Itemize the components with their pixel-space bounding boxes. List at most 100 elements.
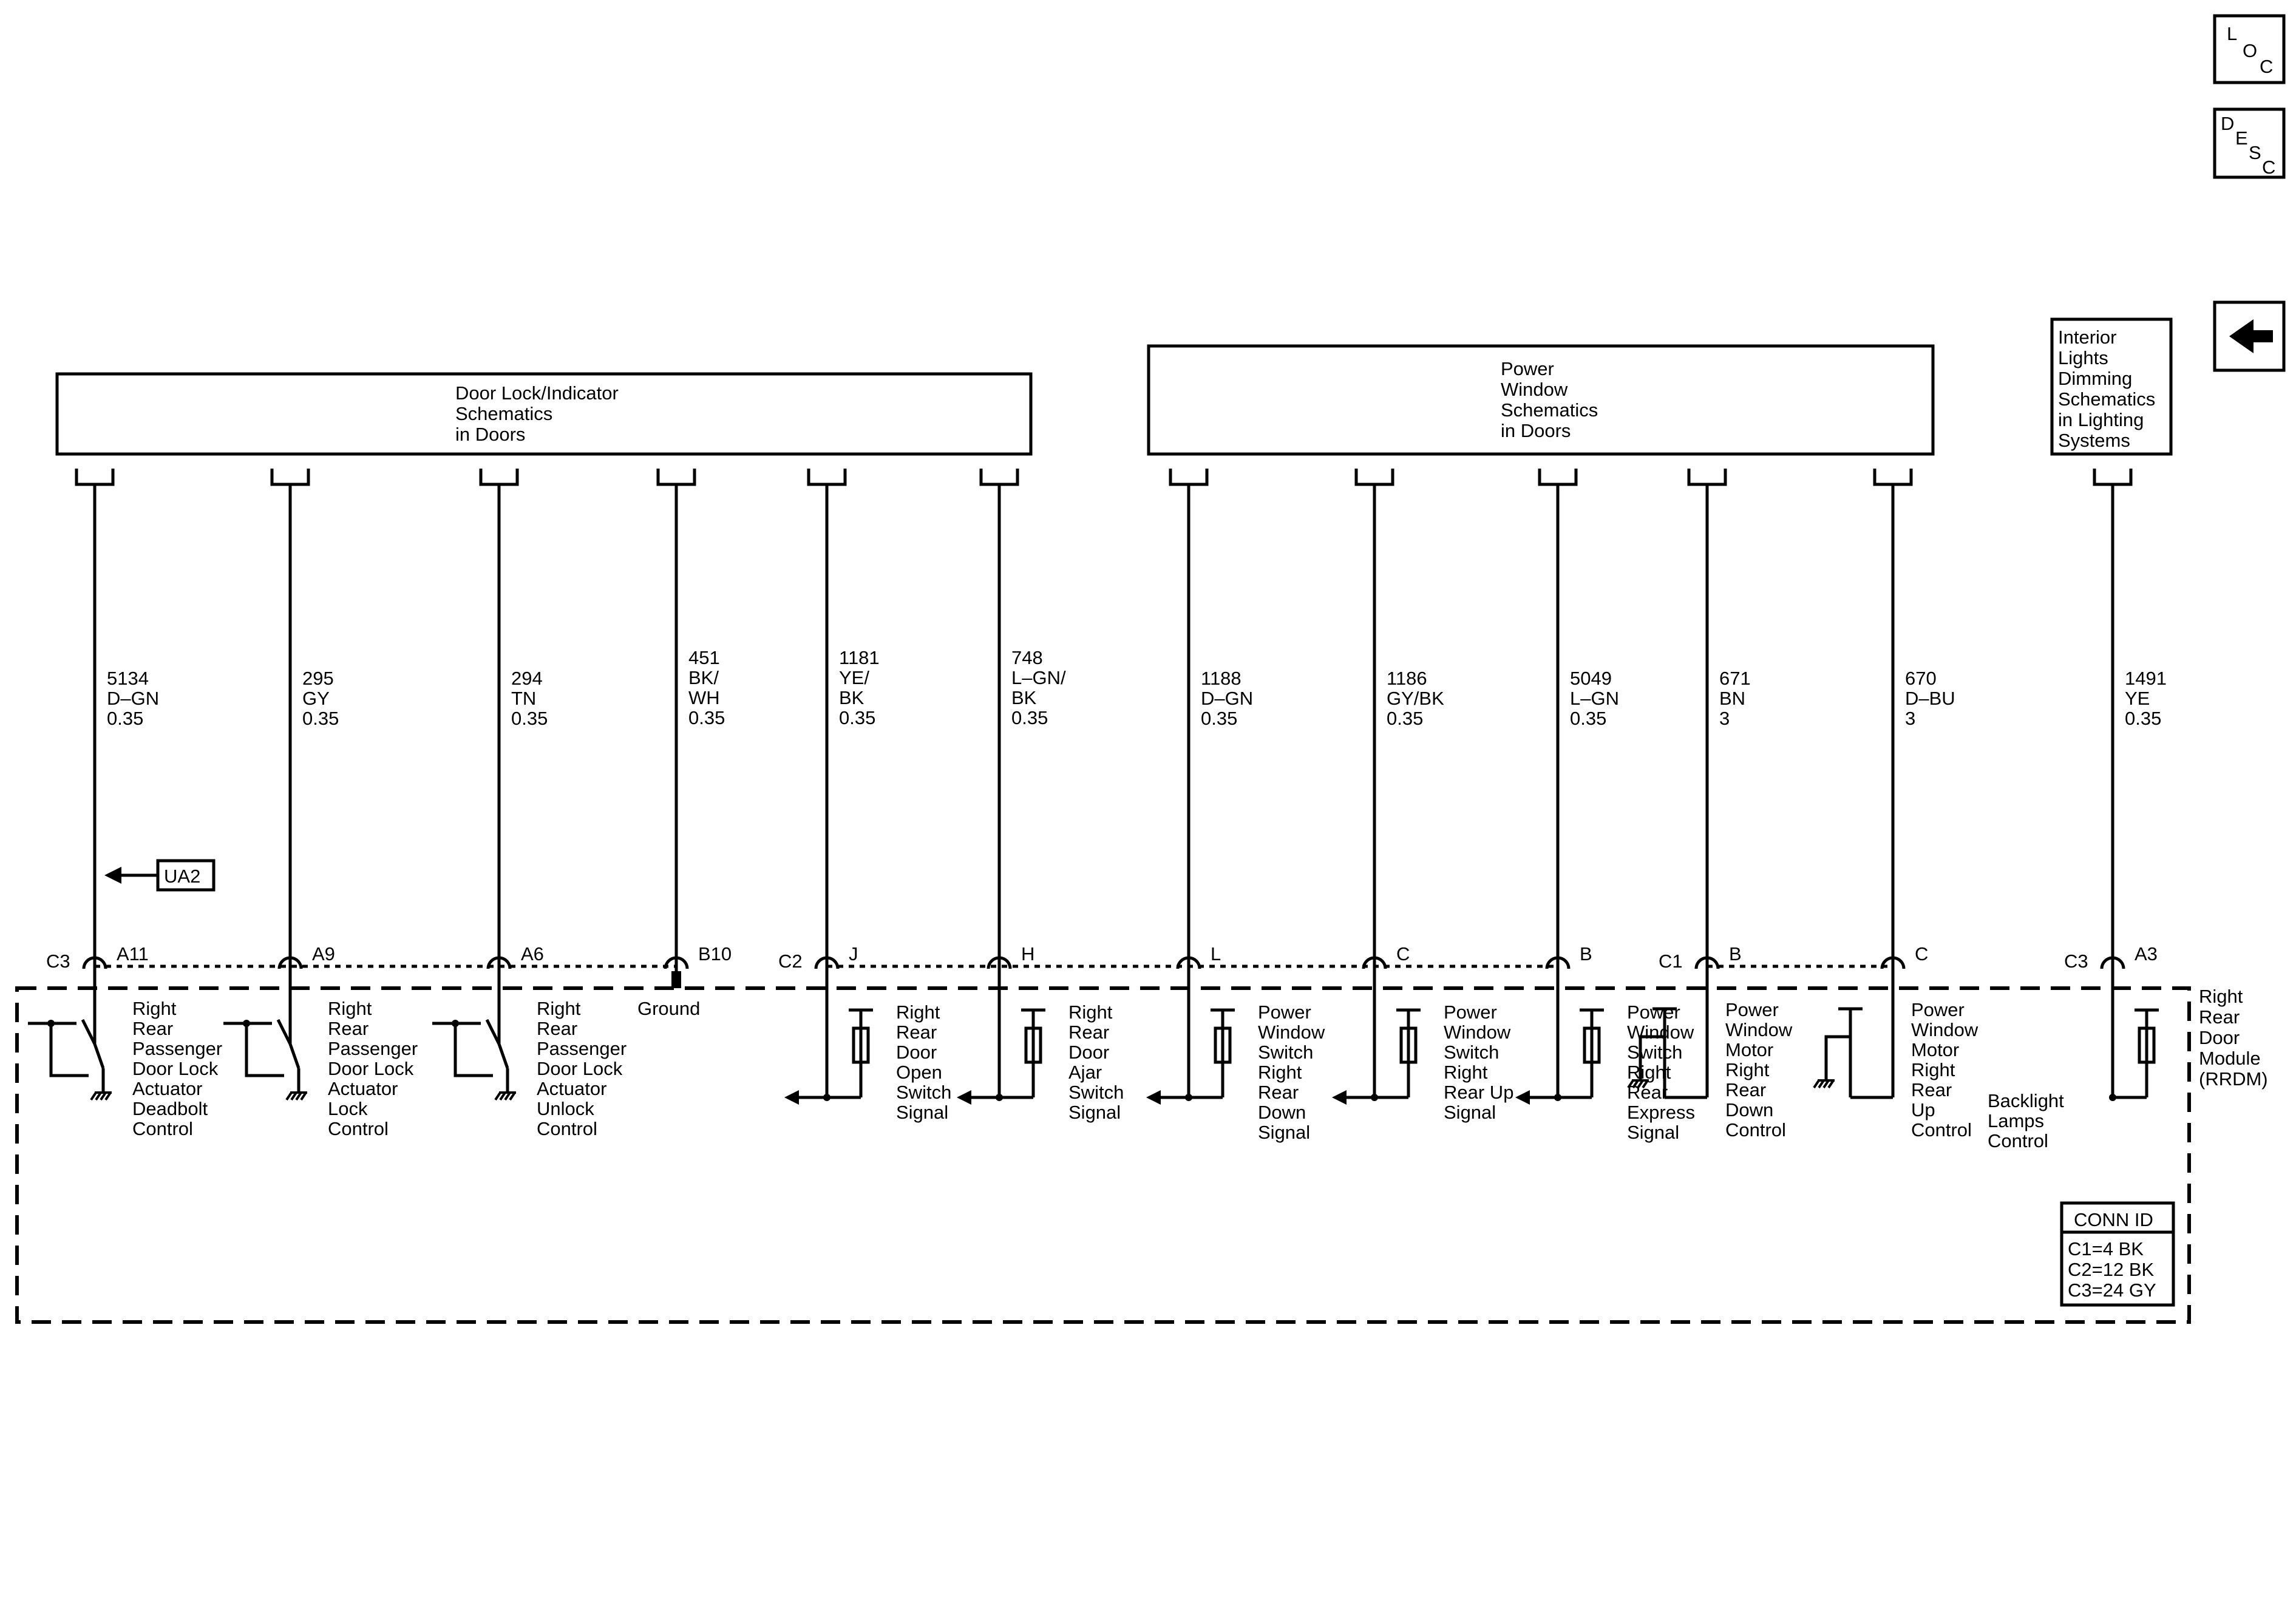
circuit-label: 0.35 xyxy=(107,708,143,729)
component-label: Motor xyxy=(1725,1039,1773,1060)
circuit-label: TN xyxy=(511,688,536,709)
circuit-label: 1491 xyxy=(2125,668,2167,689)
interior-lights-block[interactable]: Interior Lights Dimming Schematics in Li… xyxy=(2050,317,2173,456)
wire-7: 1188D–GN0.35LPowerWindowSwitchRightRearD… xyxy=(1146,469,1325,1143)
circuit-label: 671 xyxy=(1719,668,1751,689)
loc-letter-2: O xyxy=(2243,40,2257,61)
pin-label: A3 xyxy=(2135,943,2158,964)
component-label: Ajar xyxy=(1068,1062,1102,1083)
module-name: Right Rear Door Module (RRDM) xyxy=(2199,986,2268,1090)
pin-label: B10 xyxy=(698,943,732,964)
component-label: Window xyxy=(1444,1022,1511,1043)
pin-label: A11 xyxy=(117,943,149,964)
component-label: Signal xyxy=(1068,1102,1121,1123)
ua2-reference[interactable]: UA2 xyxy=(104,859,216,892)
component-label: Rear xyxy=(896,1022,937,1043)
power-window-block-line-2: Window xyxy=(1501,379,1568,400)
circuit-label: 0.35 xyxy=(1570,708,1606,729)
component-label: Down xyxy=(1725,1099,1773,1120)
circuit-label: 295 xyxy=(302,668,334,689)
component-label: Control xyxy=(132,1118,193,1139)
module-name-line-4: Module xyxy=(2199,1048,2261,1069)
circuit-label: 0.35 xyxy=(1387,708,1423,729)
connector-label: C1 xyxy=(1659,951,1683,972)
circuit-label: BN xyxy=(1719,688,1745,709)
component-label: Control xyxy=(537,1118,597,1139)
component-label: Control xyxy=(1911,1119,1972,1141)
wire-8: 1186GY/BK0.35CPowerWindowSwitchRightRear… xyxy=(1332,469,1513,1123)
circuit-label: 5134 xyxy=(107,668,149,689)
pin-label: H xyxy=(1021,943,1034,964)
component-label: Control xyxy=(328,1118,389,1139)
circuit-label: D–GN xyxy=(1201,688,1253,709)
circuit-label: 1188 xyxy=(1201,668,1241,689)
pin-label: C xyxy=(1915,943,1928,964)
interior-lights-line-1: Interior xyxy=(2058,327,2116,348)
wire-9: 5049L–GN0.35BPowerWindowSwitchRightRearE… xyxy=(1515,469,1695,1143)
component-label: Power xyxy=(1444,1002,1497,1023)
desc-letter-4: C xyxy=(2262,157,2275,178)
component-label: Window xyxy=(1258,1022,1325,1043)
loc-letter-1: L xyxy=(2227,23,2237,44)
circuit-label: 0.35 xyxy=(302,708,339,729)
module-name-line-2: Rear xyxy=(2199,1006,2240,1028)
circuit-label: 0.35 xyxy=(688,707,725,728)
back-button[interactable] xyxy=(2213,300,2286,372)
pin-label: A6 xyxy=(521,943,544,964)
circuit-label: L–GN xyxy=(1570,688,1619,709)
component-label: Window xyxy=(1911,1019,1978,1040)
interior-lights-line-6: Systems xyxy=(2058,430,2130,451)
pin-label: B xyxy=(1729,943,1742,964)
power-window-block[interactable]: Power Window Schematics in Doors xyxy=(1147,344,1935,456)
pin-label: C xyxy=(1396,943,1410,964)
component-label: Right xyxy=(1444,1062,1488,1083)
circuit-label: 0.35 xyxy=(1011,707,1048,728)
power-window-block-line-1: Power xyxy=(1501,358,1554,379)
power-window-block-line-4: in Doors xyxy=(1501,420,1571,441)
component-label: Switch xyxy=(1627,1042,1682,1063)
component-label: Window xyxy=(1627,1022,1694,1043)
component-label: Rear xyxy=(1258,1082,1299,1103)
component-label: Rear xyxy=(1068,1022,1109,1043)
component-label: Right xyxy=(1725,1059,1770,1080)
wire-5: 1181YE/BK0.35JC2RightRearDoorOpenSwitchS… xyxy=(778,469,951,1123)
component-label: Rear xyxy=(1627,1082,1668,1103)
left-arrow-icon xyxy=(2229,319,2273,353)
component-label: Door Lock xyxy=(132,1058,219,1079)
circuit-label: YE/ xyxy=(839,667,869,688)
component-label: Control xyxy=(1988,1130,2048,1151)
component-label: Actuator xyxy=(537,1078,606,1099)
component-label: Right xyxy=(132,998,177,1019)
circuit-label: 3 xyxy=(1719,708,1730,729)
component-label: Signal xyxy=(1444,1102,1496,1123)
module-name-line-1: Right xyxy=(2199,986,2243,1007)
component-label: Lock xyxy=(328,1098,368,1119)
module-boundary xyxy=(15,986,2191,1324)
pin-label: J xyxy=(849,943,858,964)
door-lock-block[interactable]: Door Lock/Indicator Schematics in Doors xyxy=(55,372,1033,456)
circuit-label: BK xyxy=(839,687,864,708)
component-label: Passenger xyxy=(132,1038,222,1059)
component-label: Rear xyxy=(132,1018,173,1039)
component-label: Passenger xyxy=(537,1038,627,1059)
circuit-label: 0.35 xyxy=(2125,708,2161,729)
component-label: Power xyxy=(1627,1002,1680,1023)
component-label: Switch xyxy=(896,1082,951,1103)
loc-button[interactable]: L O C xyxy=(2213,14,2286,84)
component-label: Right xyxy=(328,998,372,1019)
component-label: Rear xyxy=(1725,1079,1766,1100)
conn-id-entry-2: C2=12 BK xyxy=(2068,1259,2155,1280)
desc-button[interactable]: D E S C xyxy=(2213,107,2286,179)
ua2-label: UA2 xyxy=(164,866,200,887)
component-label: Ground xyxy=(637,998,700,1019)
circuit-label: 0.35 xyxy=(1201,708,1237,729)
desc-letter-2: E xyxy=(2235,127,2248,149)
wire-10: 671BN3BC1PowerWindowMotorRightRearDownCo… xyxy=(1627,469,1793,1141)
pin-label: A9 xyxy=(312,943,335,964)
component-label: Down xyxy=(1258,1102,1306,1123)
circuit-label: GY xyxy=(302,688,330,709)
pin-label: B xyxy=(1580,943,1592,964)
module-name-line-3: Door xyxy=(2199,1027,2240,1048)
component-label: Up xyxy=(1911,1099,1935,1120)
door-lock-block-line-2: Schematics xyxy=(455,403,552,424)
